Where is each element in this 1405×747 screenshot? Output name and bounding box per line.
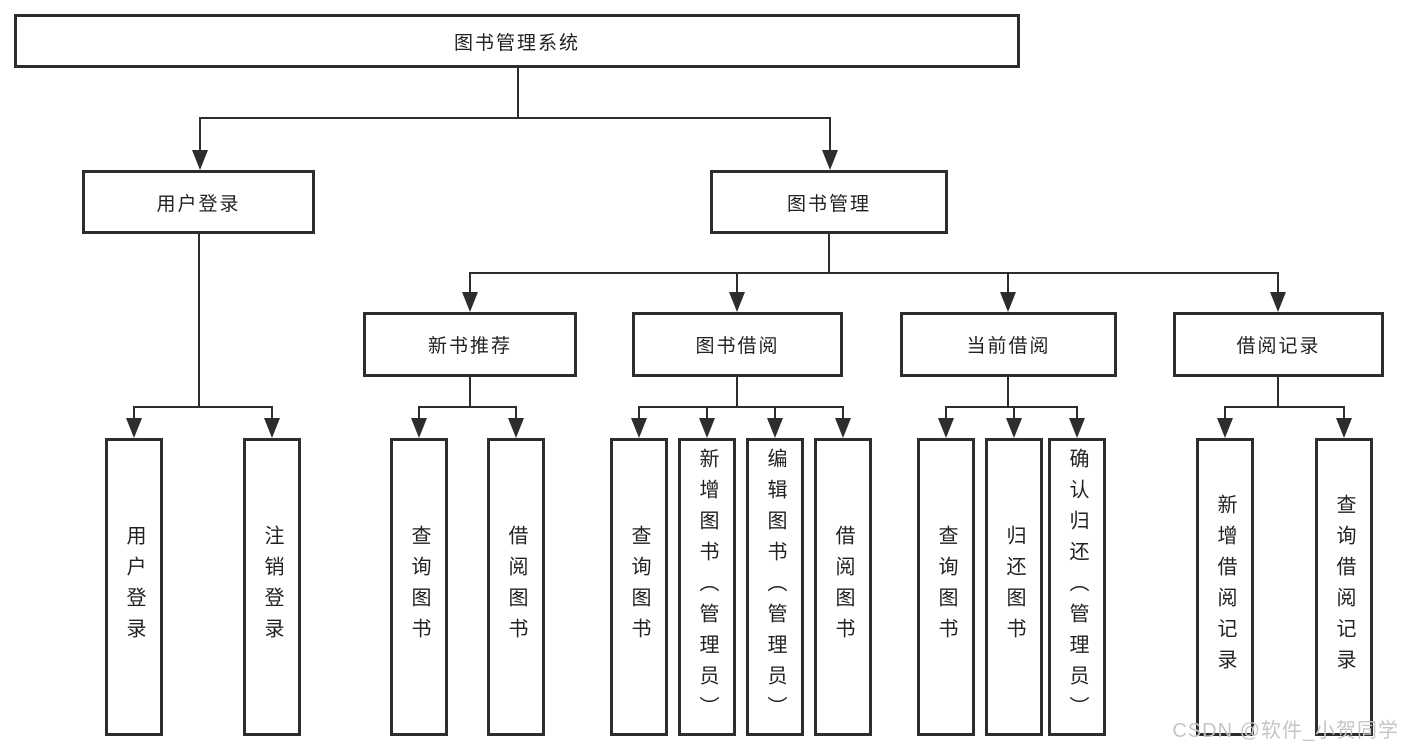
connector-line [842,406,844,420]
leaf-logout-label: 注销登录 [261,525,283,649]
connector-line [469,377,471,406]
connector-line [1224,406,1226,420]
connector-line [198,234,200,406]
connector-line [517,68,519,117]
connector-line [1013,406,1015,420]
leaf-add-books-admin: 新增图书（管理员） [678,438,736,736]
leaf-recommend-borrow-books-label: 借阅图书 [505,525,527,649]
connector-line [1277,377,1279,406]
arrow-down-icon [411,418,427,438]
arrow-down-icon [938,418,954,438]
leaf-add-borrow-record-label: 新增借阅记录 [1214,494,1236,680]
connector-line [469,272,471,296]
arrow-down-icon [1217,418,1233,438]
connector-line [1343,406,1345,420]
leaf-borrow-query-books: 查询图书 [610,438,668,736]
arrow-down-icon [729,292,745,312]
arrow-down-icon [1000,292,1016,312]
arrow-down-icon [835,418,851,438]
arrow-down-icon [1336,418,1352,438]
connector-line [199,117,831,119]
leaf-recommend-query-books-label: 查询图书 [408,525,430,649]
connector-line [736,272,738,296]
connector-line [199,117,201,152]
leaf-query-borrow-record-label: 查询借阅记录 [1333,494,1355,680]
watermark: CSDN @软件_小贺同学 [1172,720,1399,742]
leaf-confirm-return-admin-label: 确认归还（管理员） [1066,447,1088,727]
arrow-down-icon [508,418,524,438]
connector-line [945,406,1078,408]
node-book-management: 图书管理 [710,170,948,234]
connector-line [515,406,517,420]
connector-line [469,272,1279,274]
node-user-login-label: 用户登录 [156,193,241,215]
connector-line [829,117,831,152]
leaf-current-query-books-label: 查询图书 [935,525,957,649]
leaf-user-login-label: 用户登录 [123,525,145,649]
node-book-borrow-label: 图书借阅 [695,336,780,357]
leaf-edit-books-admin: 编辑图书（管理员） [746,438,804,736]
arrow-down-icon [462,292,478,312]
node-new-book-recommend-label: 新书推荐 [427,336,512,357]
connector-line [828,234,830,272]
node-book-borrow: 图书借阅 [632,312,843,377]
leaf-borrow-books-label: 借阅图书 [832,525,854,649]
leaf-user-login: 用户登录 [105,438,163,736]
leaf-return-books-label: 归还图书 [1003,525,1025,649]
leaf-recommend-query-books: 查询图书 [390,438,448,736]
arrow-down-icon [822,150,838,170]
connector-line [638,406,844,408]
node-new-book-recommend: 新书推荐 [363,312,577,377]
arrow-down-icon [264,418,280,438]
leaf-borrow-query-books-label: 查询图书 [628,525,650,649]
connector-line [638,406,640,420]
connector-line [736,377,738,406]
arrow-down-icon [1069,418,1085,438]
node-borrow-records-label: 借阅记录 [1236,336,1321,357]
node-root-label: 图书管理系统 [453,32,580,54]
arrow-down-icon [126,418,142,438]
leaf-current-query-books: 查询图书 [917,438,975,736]
node-book-management-label: 图书管理 [786,193,871,215]
arrow-down-icon [767,418,783,438]
leaf-add-books-admin-label: 新增图书（管理员） [696,447,718,727]
node-user-login: 用户登录 [82,170,315,234]
connector-line [1007,377,1009,406]
arrow-down-icon [699,418,715,438]
arrow-down-icon [192,150,208,170]
connector-line [1224,406,1345,408]
leaf-recommend-borrow-books: 借阅图书 [487,438,545,736]
connector-line [271,406,273,420]
leaf-confirm-return-admin: 确认归还（管理员） [1048,438,1106,736]
connector-line [945,406,947,420]
arrow-down-icon [1270,292,1286,312]
connector-line [133,406,135,420]
leaf-return-books: 归还图书 [985,438,1043,736]
arrow-down-icon [631,418,647,438]
arrow-down-icon [1006,418,1022,438]
node-borrow-records: 借阅记录 [1173,312,1384,377]
connector-line [774,406,776,420]
leaf-query-borrow-record: 查询借阅记录 [1315,438,1373,736]
connector-line [706,406,708,420]
connector-line [1007,272,1009,296]
node-current-borrow: 当前借阅 [900,312,1117,377]
leaf-logout: 注销登录 [243,438,301,736]
node-current-borrow-label: 当前借阅 [966,336,1051,357]
connector-line [418,406,517,408]
node-root: 图书管理系统 [14,14,1020,68]
connector-line [418,406,420,420]
connector-line [133,406,273,408]
leaf-add-borrow-record: 新增借阅记录 [1196,438,1254,736]
leaf-edit-books-admin-label: 编辑图书（管理员） [764,447,786,727]
leaf-borrow-books: 借阅图书 [814,438,872,736]
connector-line [1277,272,1279,296]
connector-line [1076,406,1078,420]
